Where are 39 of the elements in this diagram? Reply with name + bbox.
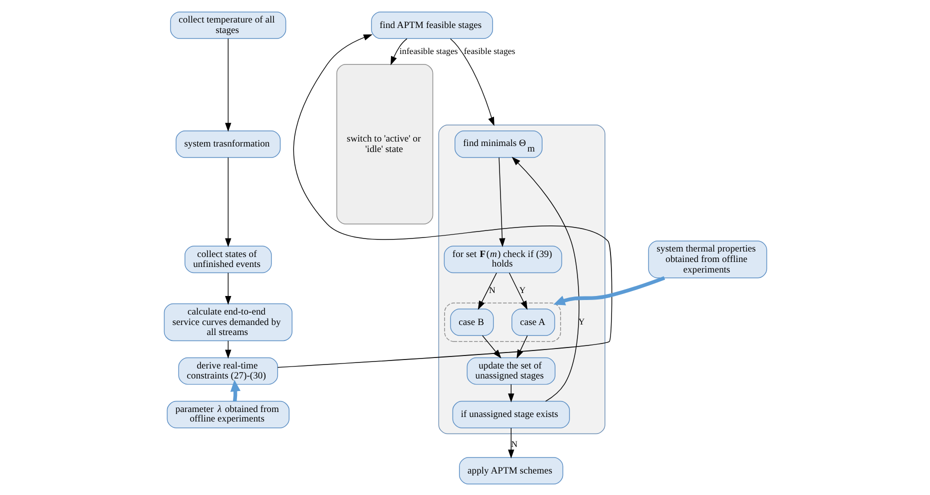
edge-label: infeasible stages [399, 45, 458, 56]
node-box: for set F(m) check if (39) holds [443, 245, 562, 273]
node-box: find APTM feasible stages [370, 11, 493, 38]
edge-label: N [510, 438, 518, 448]
cluster [438, 124, 605, 434]
edge-label: Y [518, 284, 526, 295]
node-box: switch to 'active' or 'idle' state [336, 64, 433, 224]
arrow [482, 334, 501, 358]
node-box: system trasnformation [175, 130, 280, 158]
arrow [508, 384, 514, 402]
arrow [224, 38, 231, 132]
node-box: case A [511, 308, 555, 336]
node-box: collect states of unfinished events [184, 245, 272, 273]
node-box: update the set of unassigned stages [466, 356, 555, 384]
node-box: calculate end-to-end service curves demanded by all streams [163, 302, 292, 341]
node-box: apply APTM schemes [458, 456, 563, 484]
arrow [508, 427, 514, 458]
node-box: case B [450, 308, 494, 336]
edge-label: feasible stages [463, 45, 515, 56]
node-box: if unassigned stage exists [452, 400, 570, 428]
arrow [477, 272, 496, 310]
node-box: system thermal properties obtained from offline experiments [648, 240, 767, 278]
cluster [444, 302, 560, 342]
arrow [516, 334, 528, 358]
arrow [224, 272, 231, 304]
arrow [276, 34, 612, 368]
edge-label: N [488, 284, 495, 295]
node-box: parameter λ obtained from offline experiments [166, 400, 289, 428]
arrow [224, 156, 231, 247]
node-box: derive real-time constraints (27)-(30) [178, 356, 278, 384]
arrow [224, 340, 231, 358]
arrow [390, 38, 407, 65]
node-box: collect temperature of all stages [170, 11, 286, 38]
arrow [450, 38, 494, 126]
arrow [498, 156, 505, 247]
arrow [508, 272, 528, 310]
arrow [552, 276, 665, 305]
arrow [230, 379, 240, 401]
edge-label: Y [578, 316, 584, 326]
